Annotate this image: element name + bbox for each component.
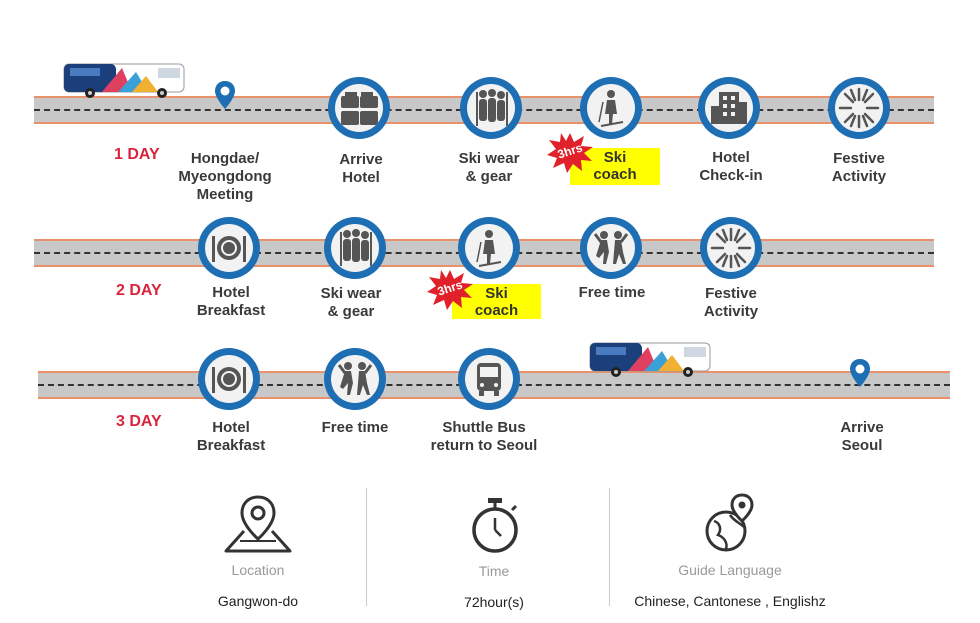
- language-value: Chinese, Cantonese , Englishz: [634, 593, 826, 609]
- location-title: Location: [231, 562, 285, 578]
- ski-wear-label: Ski wear& gear: [458, 150, 520, 185]
- day2-label: 2 DAY: [116, 282, 162, 299]
- divider: [366, 488, 367, 606]
- map-pin-icon: [849, 358, 871, 388]
- free-time-label: Free time: [578, 284, 646, 301]
- day3-label: 3 DAY: [116, 413, 162, 430]
- language-title: Guide Language: [678, 562, 782, 578]
- time-title: Time: [478, 563, 510, 579]
- bus-icon: [458, 348, 520, 410]
- duration-badge: 3hrs: [427, 270, 473, 310]
- duration-badge: 3hrs: [547, 133, 593, 173]
- day1-label: 1 DAY: [114, 146, 160, 163]
- free-time-label: Free time: [321, 419, 389, 436]
- hotel-building-icon: [698, 77, 760, 139]
- dancing-people-icon: [324, 348, 386, 410]
- bus-icon: [62, 62, 188, 100]
- bus-icon: [588, 341, 714, 379]
- firework-icon: [828, 77, 890, 139]
- globe-pin-icon: [704, 493, 760, 560]
- time-value: 72hour(s): [464, 594, 524, 610]
- skiers-group-icon: [324, 217, 386, 279]
- skiers-group-icon: [460, 77, 522, 139]
- plate-fork-knife-icon: [198, 217, 260, 279]
- map-pin-icon: [214, 80, 236, 110]
- ski-wear-label: Ski wear& gear: [320, 285, 382, 320]
- stopwatch-icon: [468, 496, 522, 561]
- dancing-people-icon: [580, 217, 642, 279]
- location-value: Gangwon-do: [217, 593, 299, 609]
- luggage-icon: [328, 77, 390, 139]
- divider: [609, 488, 610, 606]
- skier-icon: [580, 77, 642, 139]
- plate-fork-knife-icon: [198, 348, 260, 410]
- firework-icon: [700, 217, 762, 279]
- location-map-pin-icon: [222, 493, 294, 562]
- skier-icon: [458, 217, 520, 279]
